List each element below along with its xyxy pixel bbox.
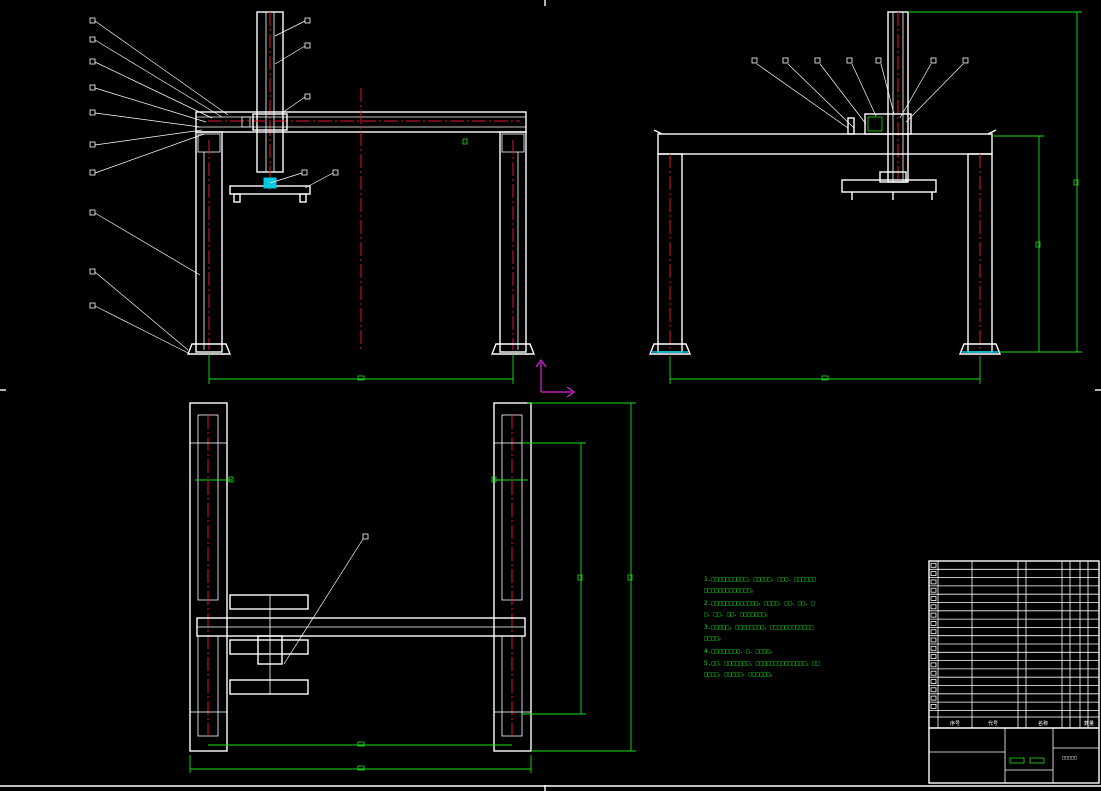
note-line: 5.□□、□□□□□□□，□□□□□□□□□□□□□□，□□ bbox=[704, 660, 820, 667]
front-view-leaders bbox=[89, 17, 339, 355]
bom-row-number bbox=[930, 704, 937, 709]
bom-row-number bbox=[930, 579, 937, 585]
balloon bbox=[89, 209, 201, 276]
ucs-icon bbox=[535, 358, 576, 398]
balloon bbox=[89, 129, 203, 148]
side-view-leaders bbox=[751, 57, 969, 129]
note-line: 1.□□□□□□□□□□，□□□□□、□□□、□□□□□□ bbox=[704, 576, 816, 583]
balloon bbox=[814, 57, 867, 125]
note-line: □□□□□□□□□□□□□。 bbox=[704, 587, 757, 594]
balloon bbox=[89, 109, 201, 128]
balloon bbox=[281, 93, 311, 114]
balloon bbox=[905, 57, 969, 123]
title-block: 序号 代号 名称 数量 □□□□□ bbox=[928, 560, 1100, 784]
bom-row-number bbox=[930, 571, 937, 576]
note-line: 2.□□□□□□□□□□□□□。□□□□、□□、□□、□ bbox=[704, 600, 815, 607]
bom-grid bbox=[937, 561, 1089, 728]
bom-header-code: 代号 bbox=[988, 720, 998, 727]
side-view bbox=[648, 11, 1082, 384]
balloon bbox=[875, 57, 895, 115]
balloon bbox=[269, 169, 308, 184]
bom-row-number bbox=[930, 612, 937, 618]
bom-row-number bbox=[930, 662, 937, 668]
balloon bbox=[782, 57, 855, 129]
balloon bbox=[89, 36, 223, 118]
bom-row-number bbox=[930, 621, 937, 626]
bom-row-number bbox=[930, 645, 937, 651]
top-view-leaders bbox=[283, 533, 369, 665]
bom-row-number bbox=[930, 604, 937, 610]
bom-row-number bbox=[930, 654, 937, 659]
balloon bbox=[89, 58, 213, 119]
note-line: □□□□、□□□□□、□□□□□□。 bbox=[704, 671, 776, 678]
top-view bbox=[189, 402, 636, 773]
drawing-title: □□□□□ bbox=[1062, 755, 1077, 761]
balloon bbox=[274, 42, 311, 65]
balloon bbox=[899, 57, 937, 119]
note-line: □□□□。 bbox=[704, 635, 724, 642]
front-view bbox=[186, 11, 536, 384]
bom-row-number bbox=[930, 637, 937, 643]
bom-header-no: 序号 bbox=[950, 720, 960, 727]
balloon bbox=[89, 84, 207, 123]
balloon bbox=[846, 57, 877, 117]
bom-header-qty: 数量 bbox=[1084, 720, 1094, 727]
balloon bbox=[274, 17, 311, 37]
balloon bbox=[89, 133, 205, 176]
balloon bbox=[89, 302, 191, 355]
bom-row-number bbox=[930, 695, 937, 701]
bom-row-number bbox=[930, 562, 937, 568]
balloon bbox=[751, 57, 849, 129]
balloon bbox=[89, 268, 189, 351]
bom-row-number bbox=[930, 629, 937, 635]
balloon bbox=[283, 533, 369, 665]
balloon bbox=[89, 17, 229, 116]
technical-notes: 1.□□□□□□□□□□，□□□□□、□□□、□□□□□□ □□□□□□□□□□… bbox=[704, 575, 894, 689]
bom-row-number bbox=[930, 687, 937, 693]
technical-notes-svg: 1.□□□□□□□□□□，□□□□□、□□□、□□□□□□ □□□□□□□□□□… bbox=[704, 576, 820, 678]
bom-header-name: 名称 bbox=[1038, 720, 1048, 727]
balloon bbox=[304, 169, 339, 189]
bom-row-number bbox=[930, 587, 937, 593]
bom-row-number bbox=[930, 596, 937, 601]
note-line: 3.□□□□□，□□□□□□□□，□□□□□□□□□□□□ bbox=[704, 624, 814, 631]
bom-row-number bbox=[930, 670, 937, 676]
note-line: 4.□□□□□□□□、□、□□□□。 bbox=[704, 648, 776, 655]
note-line: □、□□、□□、□□□□□□□。 bbox=[704, 611, 771, 618]
bom-row-number bbox=[930, 679, 937, 684]
